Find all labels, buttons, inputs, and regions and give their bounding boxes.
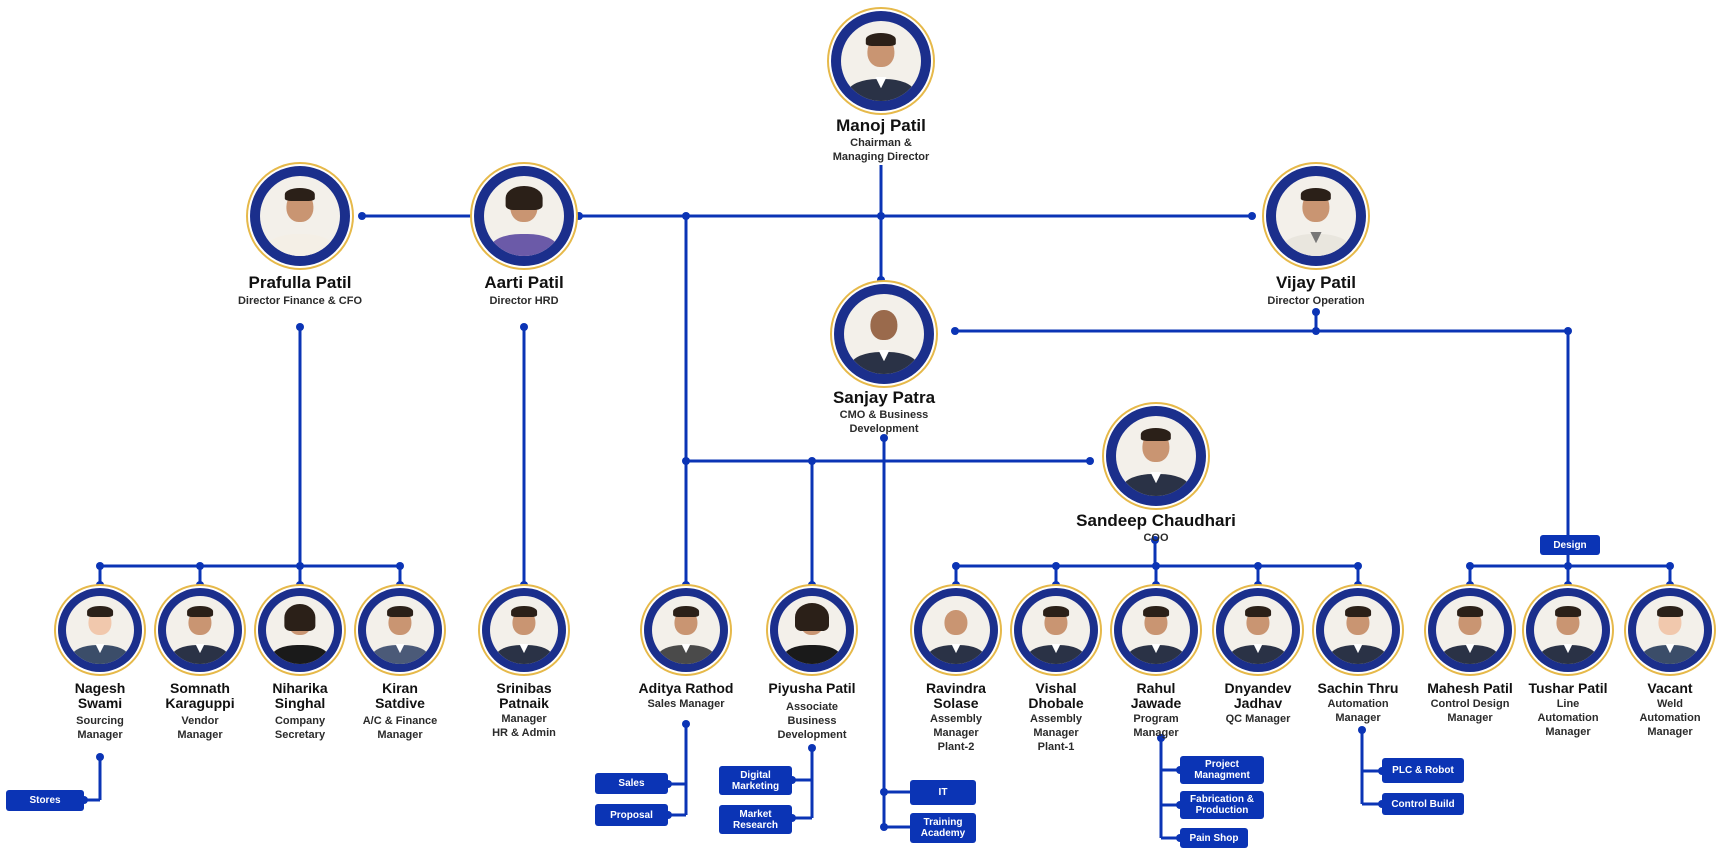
- avatar: [1106, 406, 1206, 506]
- person-title: Sourcing Manager: [76, 715, 124, 741]
- avatar: [1114, 588, 1198, 672]
- person-title: Automation Manager: [1327, 698, 1389, 724]
- person-name: Vacant: [1647, 680, 1693, 696]
- department-badge-plc-robot: PLC & Robot: [1382, 758, 1464, 783]
- person-name: Srinibas Patnaik: [496, 680, 552, 711]
- person-title: Sales Manager: [647, 698, 725, 710]
- person-name: Mahesh Patil: [1427, 680, 1513, 696]
- avatar: [1316, 588, 1400, 672]
- department-badge-fabrication-production: Fabrication & Production: [1180, 791, 1264, 819]
- avatar: [258, 588, 342, 672]
- person-title: Program Manager: [1133, 713, 1179, 739]
- person-title: Control Design Manager: [1430, 698, 1510, 724]
- person-title: QC Manager: [1225, 713, 1291, 725]
- person-name: Piyusha Patil: [768, 680, 856, 696]
- person-name: Aditya Rathod: [638, 680, 734, 696]
- person-title: Chairman & Managing Director: [832, 137, 930, 163]
- person-name: Vishal Dhobale: [1028, 680, 1084, 711]
- person-title: Associate Business Development: [777, 701, 847, 741]
- person-title: Vendor Manager: [177, 715, 223, 741]
- person-name: Sandeep Chaudhari: [1076, 511, 1236, 530]
- avatar: [250, 166, 350, 266]
- avatar: [474, 166, 574, 266]
- department-badge-paint-shop: Pain Shop: [1180, 828, 1248, 848]
- avatar: [1428, 588, 1512, 672]
- person-name: Rahul Jawade: [1130, 680, 1182, 711]
- person-name: Prafulla Patil: [248, 273, 352, 292]
- person-title: A/C & Finance Manager: [362, 715, 438, 741]
- person-title: Director HRD: [489, 295, 559, 307]
- person-title: Assembly Manager Plant-1: [1030, 713, 1082, 753]
- person-title: Manager HR & Admin: [492, 713, 556, 739]
- department-badge-it: IT: [910, 780, 976, 805]
- avatar: [482, 588, 566, 672]
- person-name: Kiran Satdive: [375, 680, 425, 711]
- avatar: [158, 588, 242, 672]
- person-title: Assembly Manager Plant-2: [930, 713, 982, 753]
- person-name: Sanjay Patra: [832, 388, 936, 407]
- avatar: [644, 588, 728, 672]
- person-title: Director Finance & CFO: [237, 295, 363, 307]
- avatar: [1014, 588, 1098, 672]
- department-badge-training-academy: Training Academy: [910, 813, 976, 843]
- avatar: [834, 284, 934, 384]
- person-name: Sachin Thru: [1317, 680, 1399, 696]
- person-title: Director Operation: [1267, 295, 1365, 307]
- department-badge-sales: Sales: [595, 773, 668, 794]
- avatar: [831, 11, 931, 111]
- person-name: Vijay Patil: [1275, 273, 1356, 292]
- person-title: Line Automation Manager: [1537, 698, 1599, 738]
- person-name: Nagesh Swami: [74, 680, 126, 711]
- person-title: COO: [1143, 532, 1169, 544]
- person-name: Manoj Patil: [836, 116, 926, 135]
- avatar: [1526, 588, 1610, 672]
- department-badge-control-build: Control Build: [1382, 793, 1464, 815]
- person-name: Ravindra Solase: [926, 680, 986, 711]
- avatar: [1266, 166, 1366, 266]
- avatar: [1628, 588, 1712, 672]
- person-name: Somnath Karaguppi: [165, 680, 235, 711]
- avatar: [914, 588, 998, 672]
- avatar: [770, 588, 854, 672]
- avatar: [358, 588, 442, 672]
- person-title: Weld Automation Manager: [1639, 698, 1701, 738]
- person-name: Dnyandev Jadhav: [1224, 680, 1292, 711]
- department-badge-market-research: Market Research: [719, 805, 792, 834]
- person-title: CMO & Business Development: [839, 409, 929, 435]
- department-badge-proposal: Proposal: [595, 804, 668, 826]
- department-badge-digital-marketing: Digital Marketing: [719, 766, 792, 795]
- department-badge-stores: Stores: [6, 790, 84, 811]
- department-badge-project-management: Project Managment: [1180, 756, 1264, 784]
- avatar: [1216, 588, 1300, 672]
- person-name: Niharika Singhal: [272, 680, 328, 711]
- person-name: Aarti Patil: [484, 273, 564, 292]
- person-name: Tushar Patil: [1528, 680, 1608, 696]
- avatar: [58, 588, 142, 672]
- department-badge-design: Design: [1540, 535, 1600, 555]
- person-title: Company Secretary: [274, 715, 326, 741]
